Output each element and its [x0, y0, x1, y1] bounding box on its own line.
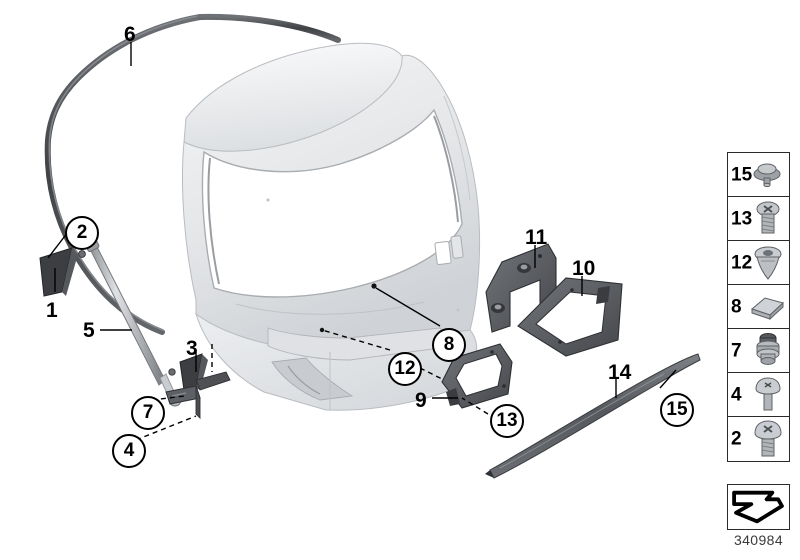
- ball-pin-lower: [168, 353, 231, 391]
- legend-number: 13: [731, 208, 753, 229]
- callout-4: 4: [112, 434, 146, 468]
- legend-number: 15: [731, 164, 753, 185]
- legend-item-13: 13: [728, 197, 789, 241]
- legend-item-12: 12: [728, 241, 789, 285]
- expansion-rivet-icon: [754, 246, 782, 280]
- legend-item-7: 7: [728, 329, 789, 373]
- parts-legend: 15 13 12: [727, 152, 790, 462]
- legend-number: 7: [731, 340, 742, 361]
- callout-12: 12: [388, 352, 422, 386]
- ball-socket-icon: [756, 333, 780, 365]
- ball-pin-upper: [39, 247, 86, 297]
- tailgate-seal: [44, 13, 341, 335]
- view-direction-box: [727, 484, 790, 530]
- callout-6: 6: [124, 23, 136, 46]
- cap-nut-icon: [753, 163, 781, 188]
- rear-trim-strip: [485, 353, 701, 479]
- licence-plate-frame: [441, 343, 513, 409]
- legend-item-2: 2: [728, 417, 789, 461]
- gas-pressure-strut: [84, 238, 182, 407]
- oval-screw-icon: [755, 377, 781, 411]
- pan-head-screw-icon: [754, 420, 782, 457]
- legend-item-8: 8: [728, 285, 789, 329]
- licence-plate-bracket: [485, 243, 557, 333]
- callout-15: 15: [660, 393, 694, 427]
- callout-9: 9: [415, 389, 427, 412]
- callout-8: 8: [432, 328, 466, 362]
- legend-item-15: 15: [728, 153, 789, 197]
- callout-11: 11: [525, 226, 548, 249]
- cover-cap-icon: [750, 297, 784, 321]
- callout-7: 7: [131, 396, 165, 430]
- diagram-number: 340984: [733, 532, 784, 548]
- strut-bracket: [165, 385, 201, 420]
- callout-3: 3: [186, 337, 198, 360]
- callout-5: 5: [83, 319, 95, 342]
- legend-item-4: 4: [728, 373, 789, 417]
- legend-number: 2: [731, 428, 742, 450]
- leader-lines: [47, 42, 677, 441]
- legend-number: 12: [731, 252, 753, 273]
- pan-screw-icon: [756, 201, 780, 234]
- tailgate-body: [182, 42, 481, 411]
- legend-number: 8: [731, 296, 742, 317]
- licence-plate-carrier: [517, 277, 623, 357]
- callout-14: 14: [608, 361, 632, 384]
- legend-number: 4: [731, 384, 742, 405]
- callout-2: 2: [65, 216, 99, 250]
- callout-13: 13: [490, 404, 524, 438]
- callout-1: 1: [46, 299, 58, 322]
- callout-10: 10: [572, 257, 596, 280]
- 3d-arrow-icon: [732, 490, 784, 524]
